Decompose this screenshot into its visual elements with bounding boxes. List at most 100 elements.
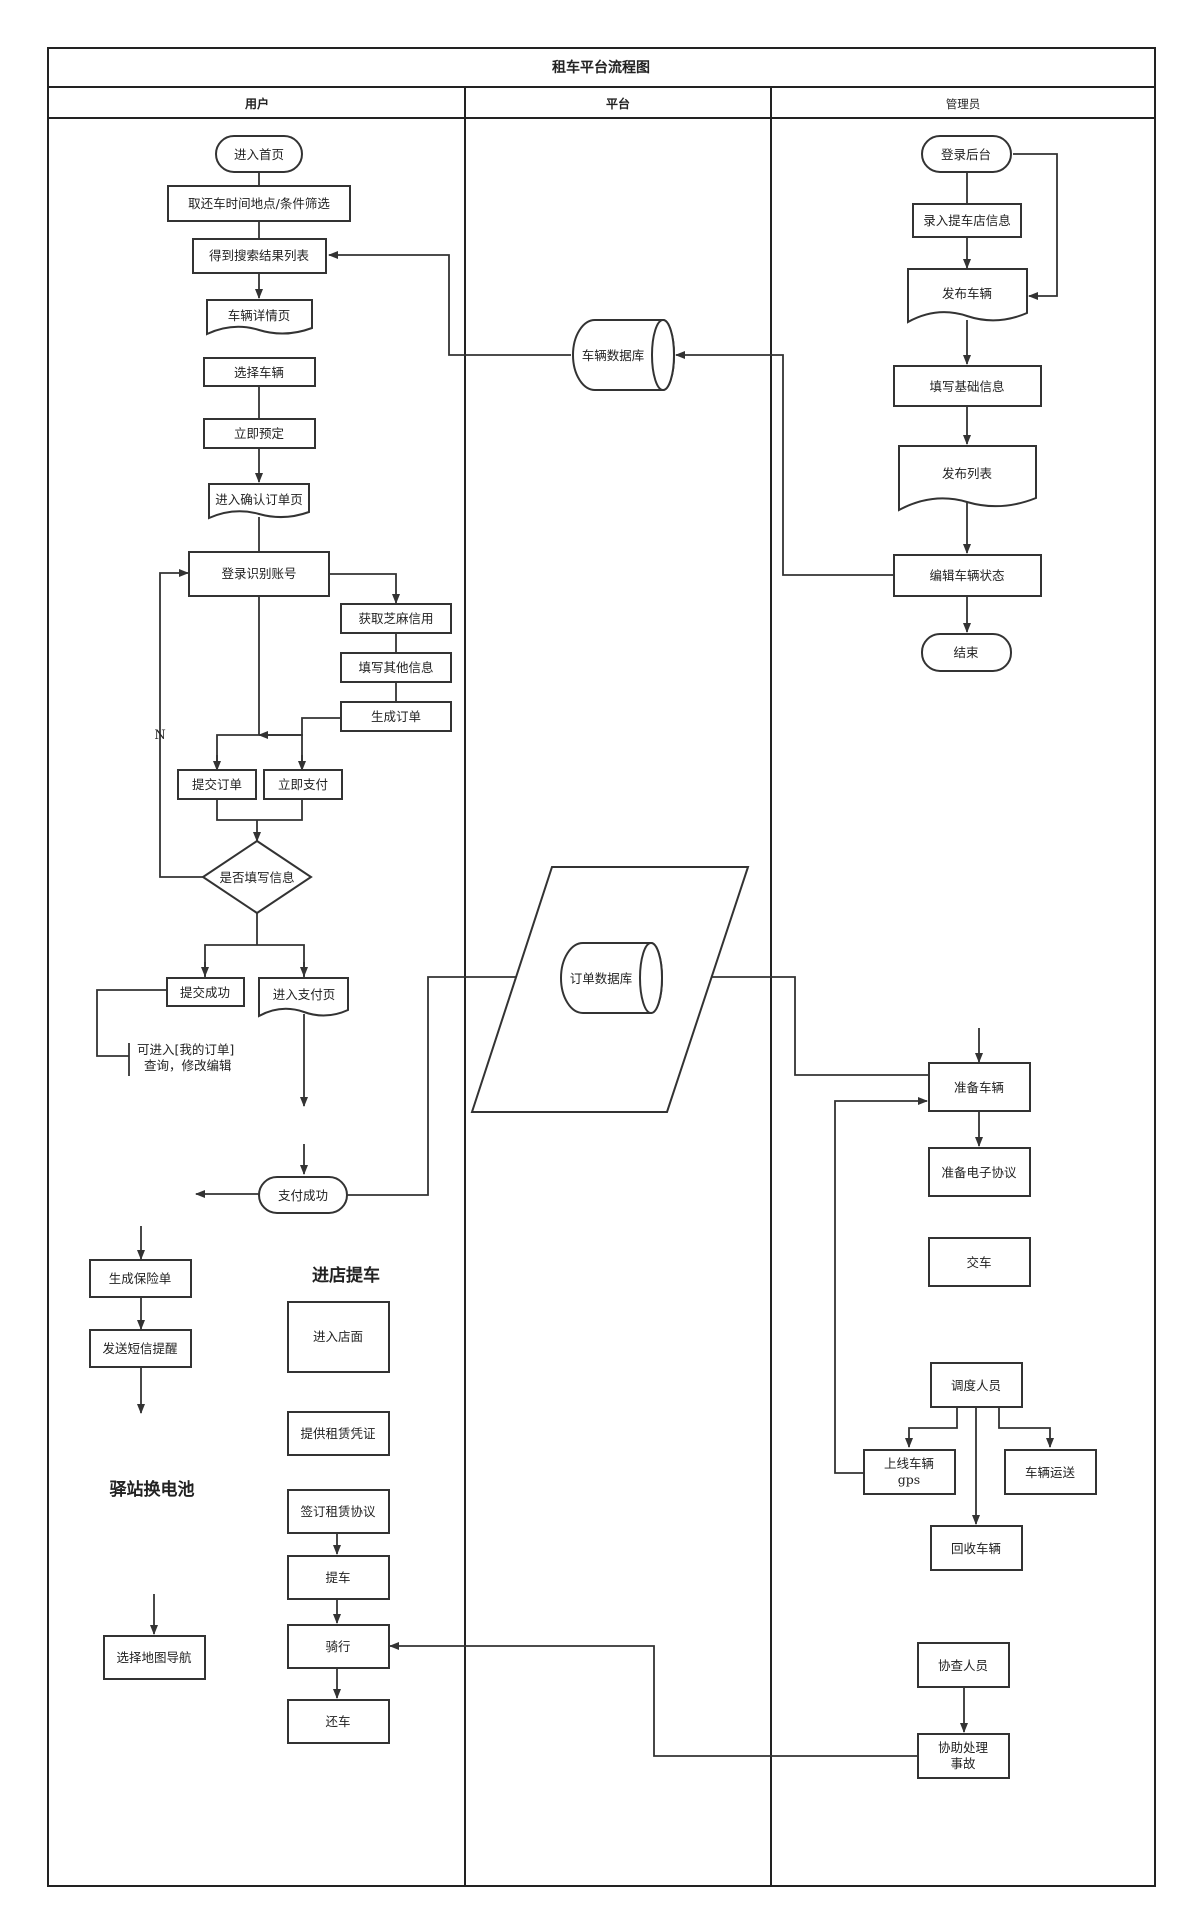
label-no: N <box>154 728 165 743</box>
process-return: 还车 <box>287 1699 390 1744</box>
database-order: 订单数据库 <box>560 942 663 1014</box>
svg-text:录入提车店信息: 录入提车店信息 <box>923 213 1011 228</box>
process-store-info: 录入提车店信息 <box>912 203 1022 238</box>
svg-text:登录后台: 登录后台 <box>941 147 991 162</box>
svg-text:协助处理: 协助处理 <box>938 1740 989 1755</box>
diagram-title: 租车平台流程图 <box>552 59 650 76</box>
process-transport: 车辆运送 <box>1004 1449 1097 1495</box>
process-voucher: 提供租赁凭证 <box>287 1411 390 1456</box>
svg-text:准备车辆: 准备车辆 <box>954 1080 1004 1095</box>
svg-text:车辆运送: 车辆运送 <box>1025 1465 1076 1480</box>
svg-text:车辆数据库: 车辆数据库 <box>582 348 645 363</box>
svg-text:查询，修改编辑: 查询，修改编辑 <box>144 1058 232 1073</box>
process-filter: 取还车时间地点/条件筛选 <box>167 185 351 222</box>
svg-text:发送短信提醒: 发送短信提醒 <box>102 1341 178 1356</box>
process-basic-info: 填写基础信息 <box>893 365 1042 407</box>
process-accident: 协助处理 事故 <box>917 1733 1010 1779</box>
document-publish-list: 发布列表 <box>898 445 1037 512</box>
process-login: 登录识别账号 <box>188 551 330 597</box>
process-sign: 签订租赁协议 <box>287 1489 390 1534</box>
document-confirm: 进入确认订单页 <box>208 483 310 520</box>
svg-text:gps: gps <box>898 1472 920 1487</box>
svg-text:提交成功: 提交成功 <box>180 985 230 1000</box>
process-fill-other: 填写其他信息 <box>340 652 452 683</box>
svg-text:可进入[我的订单]: 可进入[我的订单] <box>137 1042 234 1057</box>
svg-text:提车: 提车 <box>325 1570 350 1585</box>
svg-text:车辆详情页: 车辆详情页 <box>228 308 291 323</box>
svg-text:生成保险单: 生成保险单 <box>109 1271 172 1286</box>
svg-text:得到搜索结果列表: 得到搜索结果列表 <box>209 248 310 263</box>
svg-text:调度人员: 调度人员 <box>951 1378 1001 1393</box>
process-book: 立即预定 <box>203 418 316 449</box>
process-econtract: 准备电子协议 <box>928 1147 1031 1197</box>
process-prepare-vehicle: 准备车辆 <box>928 1062 1031 1112</box>
process-pickup: 提车 <box>287 1555 390 1600</box>
swimlane-frame <box>47 47 1156 1887</box>
svg-text:选择车辆: 选择车辆 <box>234 365 284 380</box>
process-recover: 回收车辆 <box>930 1525 1023 1571</box>
process-submit-order: 提交订单 <box>177 769 257 800</box>
svg-text:生成订单: 生成订单 <box>371 709 421 724</box>
svg-text:支付成功: 支付成功 <box>278 1188 328 1203</box>
svg-text:骑行: 骑行 <box>325 1639 350 1654</box>
svg-text:进入店面: 进入店面 <box>313 1329 363 1344</box>
svg-text:发布列表: 发布列表 <box>942 466 993 481</box>
svg-text:提交订单: 提交订单 <box>192 777 242 792</box>
svg-text:获取芝麻信用: 获取芝麻信用 <box>358 611 433 626</box>
svg-text:结束: 结束 <box>953 645 979 660</box>
process-results: 得到搜索结果列表 <box>192 238 327 274</box>
svg-text:订单数据库: 订单数据库 <box>570 971 633 986</box>
svg-text:编辑车辆状态: 编辑车辆状态 <box>929 568 1004 583</box>
svg-text:立即预定: 立即预定 <box>234 426 284 441</box>
svg-text:签订租赁协议: 签订租赁协议 <box>300 1504 376 1519</box>
svg-text:填写基础信息: 填写基础信息 <box>929 379 1004 394</box>
process-map-nav: 选择地图导航 <box>103 1635 206 1680</box>
heading-store-pickup: 进店提车 <box>312 1265 380 1286</box>
document-publish: 发布车辆 <box>907 268 1028 324</box>
start-home: 进入首页 <box>215 135 303 173</box>
decision-fill-info: 是否填写信息 <box>201 839 313 915</box>
process-pay-now: 立即支付 <box>263 769 343 800</box>
process-zhima: 获取芝麻信用 <box>340 603 452 634</box>
process-dispatcher: 调度人员 <box>930 1362 1023 1408</box>
svg-text:协查人员: 协查人员 <box>938 1658 988 1673</box>
heading-battery: 驿站换电池 <box>110 1479 195 1500</box>
process-sms: 发送短信提醒 <box>89 1329 192 1368</box>
svg-text:上线车辆: 上线车辆 <box>884 1456 934 1471</box>
process-online-vehicle: 上线车辆 gps <box>863 1449 956 1495</box>
lane-header-platform: 平台 <box>606 96 630 111</box>
start-admin-login: 登录后台 <box>921 135 1012 173</box>
svg-text:准备电子协议: 准备电子协议 <box>941 1165 1017 1180</box>
process-deliver: 交车 <box>928 1237 1031 1287</box>
svg-text:选择地图导航: 选择地图导航 <box>116 1650 192 1665</box>
process-insurance: 生成保险单 <box>89 1259 192 1298</box>
annotation-my-orders: 可进入[我的订单] 查询，修改编辑 <box>137 1042 234 1073</box>
process-ride: 骑行 <box>287 1624 390 1669</box>
svg-text:事故: 事故 <box>950 1756 976 1771</box>
process-gen-order: 生成订单 <box>340 701 452 732</box>
database-vehicle: 车辆数据库 <box>572 319 675 391</box>
connectors <box>96 153 1058 1757</box>
svg-text:取还车时间地点/条件筛选: 取还车时间地点/条件筛选 <box>188 196 330 211</box>
svg-text:提供租赁凭证: 提供租赁凭证 <box>300 1426 376 1441</box>
svg-text:是否填写信息: 是否填写信息 <box>219 870 294 885</box>
svg-text:交车: 交车 <box>966 1255 991 1270</box>
svg-text:填写其他信息: 填写其他信息 <box>358 660 433 675</box>
process-select: 选择车辆 <box>203 357 316 387</box>
process-assistant: 协查人员 <box>917 1642 1010 1688</box>
terminal-end: 结束 <box>921 633 1012 672</box>
document-pay-page: 进入支付页 <box>258 977 349 1018</box>
process-submit-success: 提交成功 <box>166 977 245 1007</box>
svg-text:进入确认订单页: 进入确认订单页 <box>215 492 303 507</box>
svg-text:进入支付页: 进入支付页 <box>273 987 336 1002</box>
svg-text:发布车辆: 发布车辆 <box>942 286 992 301</box>
svg-text:还车: 还车 <box>325 1714 350 1729</box>
process-enter-store: 进入店面 <box>287 1301 390 1373</box>
document-detail: 车辆详情页 <box>206 299 313 336</box>
svg-text:回收车辆: 回收车辆 <box>951 1541 1001 1556</box>
lane-header-admin: 管理员 <box>946 97 981 111</box>
svg-text:立即支付: 立即支付 <box>278 777 328 792</box>
lane-header-user: 用户 <box>244 96 269 111</box>
svg-text:登录识别账号: 登录识别账号 <box>221 566 296 581</box>
